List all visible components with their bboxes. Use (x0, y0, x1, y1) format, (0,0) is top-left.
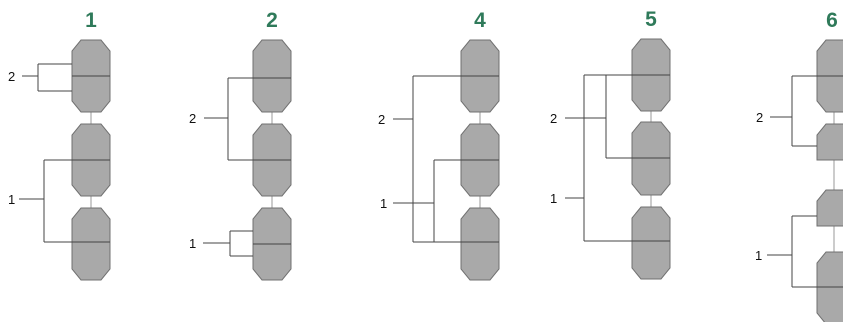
panel-4: 4 2 1 (378, 9, 500, 281)
segment (252, 123, 292, 197)
label-2: 2 (189, 111, 196, 126)
segment (631, 38, 671, 112)
bracket-2 (565, 74, 632, 159)
label-1: 1 (189, 236, 196, 251)
bracket-1 (767, 215, 817, 288)
label-1: 1 (755, 248, 762, 263)
panel-title: 1 (85, 9, 97, 32)
segment (460, 123, 500, 197)
segment (460, 39, 500, 113)
bracket-1 (203, 230, 253, 257)
segment (71, 207, 111, 281)
bracket-1 (19, 159, 72, 243)
segment (816, 251, 843, 322)
panel-title: 6 (826, 9, 838, 32)
segment (71, 123, 111, 197)
label-1: 1 (380, 196, 387, 211)
segment (71, 39, 111, 113)
panel-title: 5 (645, 8, 657, 31)
segment (816, 123, 843, 161)
panel-6: 6 2 1 (755, 9, 843, 322)
label-2: 2 (378, 112, 385, 127)
panel-title: 4 (474, 9, 486, 32)
bracket-2 (770, 75, 817, 147)
label-2: 2 (550, 111, 557, 126)
panel-1: 1 2 1 (8, 9, 111, 281)
bracket-1 (393, 159, 461, 242)
segment (816, 189, 843, 227)
label-1: 1 (550, 191, 557, 206)
segment (631, 121, 671, 196)
panel-2: 2 2 1 (189, 9, 292, 281)
label-1: 1 (8, 192, 15, 207)
segment (252, 39, 292, 113)
label-2: 2 (756, 110, 763, 125)
segment (460, 207, 500, 281)
bracket-2 (204, 77, 253, 161)
bracket-1 (565, 74, 632, 242)
panel-5: 5 2 1 (550, 8, 671, 280)
segment (631, 206, 671, 280)
panel-title: 2 (266, 9, 278, 32)
segment (816, 39, 843, 113)
segment (252, 207, 292, 281)
label-2: 2 (8, 69, 15, 84)
bracket-2 (393, 75, 461, 243)
bracket-2 (22, 63, 72, 92)
